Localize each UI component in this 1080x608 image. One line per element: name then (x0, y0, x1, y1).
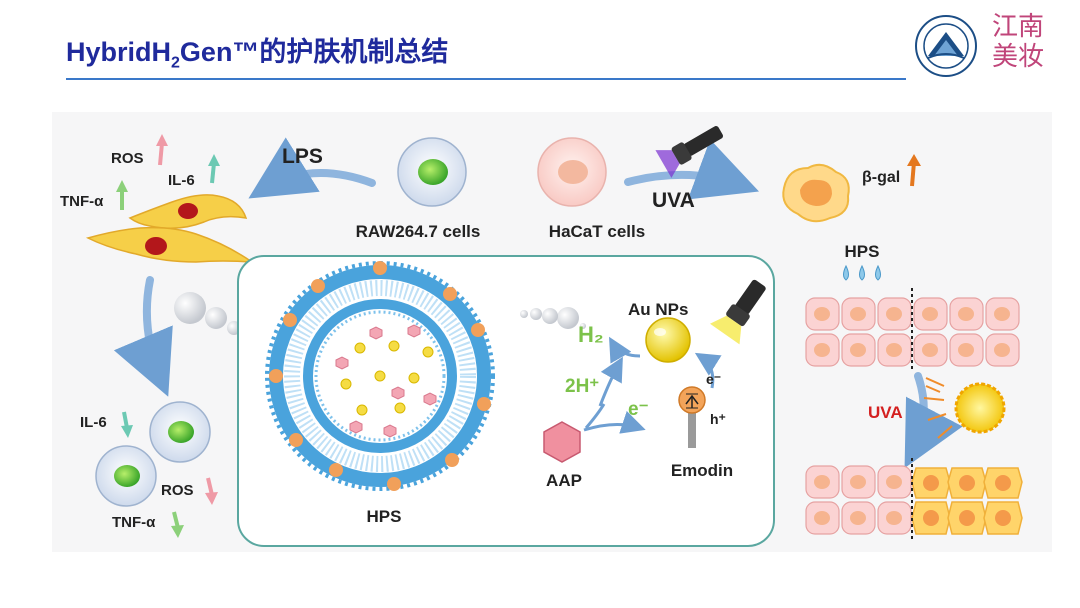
visible-light-lamp-icon (710, 279, 766, 345)
tnf-down-arrowhead (171, 525, 184, 538)
hacat-cell (537, 137, 607, 207)
down-arrow-left (113, 276, 173, 397)
il6-down-arrowhead (121, 425, 133, 438)
raw-cell (397, 137, 467, 207)
page-title: HybridH2Gen™的护肤机制总结 (66, 30, 448, 72)
ros-up-label: ROS (111, 150, 144, 167)
title-divider (66, 78, 906, 80)
brand-name: 江南美妆 (992, 12, 1062, 72)
tnf-up-label: TNF-α (60, 193, 104, 210)
senescent-cell (782, 163, 850, 223)
h2-bubbles (520, 307, 586, 329)
il6-down-label: IL-6 (80, 414, 107, 431)
tnf-down-arrow (172, 511, 180, 529)
proton-arrow (598, 356, 623, 407)
gold-nanoparticle (645, 317, 691, 363)
ros-down-arrow (206, 477, 214, 496)
title-prefix: HybridH (66, 37, 172, 67)
au-nps-label: Au NPs (628, 300, 688, 319)
il6-up-label: IL-6 (168, 172, 195, 189)
hps-center-label: HPS (367, 507, 402, 526)
aap-to-emodin-arrow (583, 410, 646, 434)
beta-gal-label: β-gal (862, 169, 900, 186)
uv-flashlight-icon (655, 126, 723, 178)
skin-cells-bottom-grid (805, 465, 1023, 535)
ros-up-arrow (158, 142, 164, 166)
brand-line-1: 江南 (992, 12, 1045, 42)
electron-to-au-arrow (694, 352, 722, 389)
lps-label: LPS (282, 145, 323, 168)
uva-label-top: UVA (652, 189, 695, 212)
e-minus-small-label: e⁻ (706, 371, 721, 387)
emodin-band-diagram (678, 386, 706, 448)
il6-up-arrow (210, 162, 216, 184)
h2-label: H₂ (578, 322, 604, 347)
skin-cells-top-grid (805, 297, 1020, 367)
ros-down-label: ROS (161, 482, 194, 499)
e-minus-label: e⁻ (628, 399, 649, 420)
aap-hexagon (543, 421, 581, 463)
sun-icon (923, 377, 1006, 439)
raw-cells-label: RAW264.7 cells (356, 222, 481, 241)
ros-down-arrowhead (205, 492, 218, 505)
ros-up-arrowhead (156, 134, 168, 146)
uva-label-right: UVA (868, 403, 903, 422)
lps-arrow (248, 137, 376, 199)
hps-right-label: HPS (845, 242, 880, 261)
h-plus-label: h⁺ (710, 411, 726, 427)
il6-down-arrow (122, 411, 129, 429)
brand-line-2: 美妆 (992, 42, 1045, 72)
tnf-down-label: TNF-α (112, 514, 156, 531)
title-subscript: 2 (171, 54, 180, 72)
emodin-label: Emodin (671, 461, 733, 480)
tnf-up-arrowhead (116, 180, 128, 192)
activated-macrophages (85, 194, 255, 263)
hacat-cells-label: HaCaT cells (549, 222, 645, 241)
down-arrow-right (904, 372, 963, 469)
hps-droplets-icon (843, 264, 881, 281)
resting-macrophages (95, 401, 211, 507)
beta-gal-up-arrowhead (907, 154, 921, 166)
university-seal-logo (915, 15, 977, 77)
il6-up-arrowhead (208, 154, 220, 166)
uva-arrow-top (624, 139, 760, 200)
title-suffix: Gen™的护肤机制总结 (179, 37, 449, 67)
hps-liposome (265, 261, 495, 491)
aap-arrow (584, 403, 606, 429)
h2-release-arrow (609, 336, 641, 364)
aap-label: AAP (546, 471, 582, 490)
two-h-plus-label: 2H⁺ (565, 376, 599, 397)
